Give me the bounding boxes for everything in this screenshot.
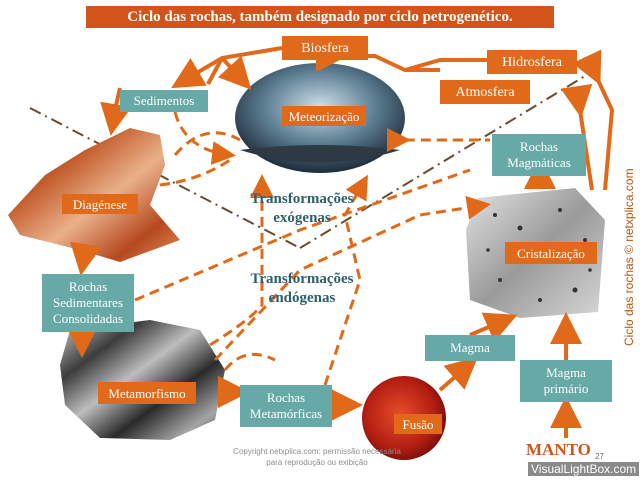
node-fusao: Fusão xyxy=(394,414,442,434)
node-cristalizacao: Cristalização xyxy=(505,242,597,264)
boundary-line-left xyxy=(29,107,301,249)
node-rochas-magmaticas: Rochas Magmáticas xyxy=(492,134,586,176)
diagram-title: Ciclo das rochas, também designado por c… xyxy=(86,6,554,28)
copyright-notice: Copyright netxplica.com: permissão neces… xyxy=(233,447,401,467)
node-magma: Magma xyxy=(425,335,515,361)
side-credit-text: Ciclo das rochas © netxplica.com xyxy=(622,168,636,346)
node-magma-primario: Magma primário xyxy=(520,360,612,402)
manto-label: MANTO xyxy=(526,440,591,459)
node-atmosfera: Atmosfera xyxy=(440,80,530,104)
label-transformacoes-exogenas: Transformações exógenas xyxy=(250,191,354,226)
node-diagenese: Diagénese xyxy=(62,194,138,214)
granite-speckles xyxy=(486,208,592,302)
node-meteorizacao: Meteorização xyxy=(282,106,366,126)
node-metamorfismo: Metamorfismo xyxy=(98,382,196,404)
label-transformacoes-endogenas: Transformações endógenas xyxy=(250,271,354,306)
watermark-link[interactable]: VisualLightBox.com xyxy=(528,462,640,476)
gneiss-rock-image xyxy=(60,320,225,440)
node-biosfera: Biosfera xyxy=(282,36,368,60)
node-hidrosfera: Hidrosfera xyxy=(487,50,577,74)
node-sedimentos: Sedimentos xyxy=(120,90,208,112)
node-rochas-metamorficas: Rochas Metamórficas xyxy=(240,385,332,427)
node-rochas-sedimentares: Rochas Sedimentares Consolidadas xyxy=(42,274,134,332)
boundary-line-right xyxy=(299,69,596,249)
page-number: 27 xyxy=(595,452,604,461)
